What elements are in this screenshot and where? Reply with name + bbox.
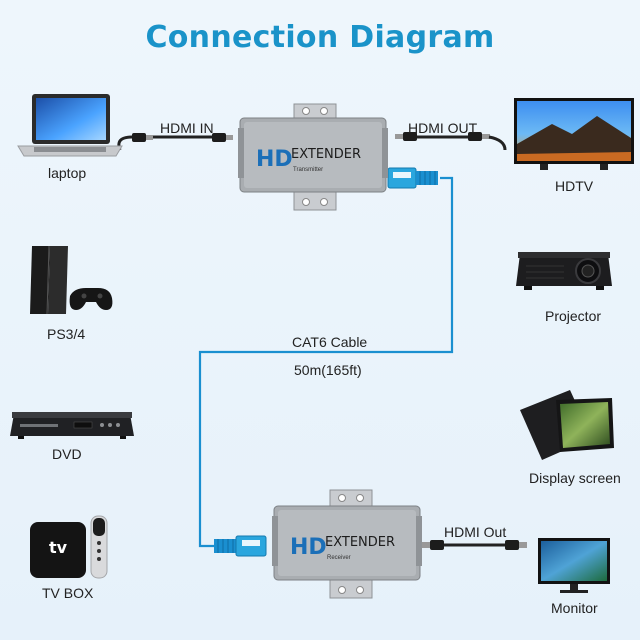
hdmi-out-receiver-cable xyxy=(422,540,527,550)
cat6-cable xyxy=(198,176,454,548)
remote-icon xyxy=(90,515,108,579)
laptop-label: laptop xyxy=(48,165,87,181)
receiver-box: HD EXTENDER Receiver xyxy=(272,489,422,599)
tvbox-logo: tv xyxy=(48,538,68,557)
hdmi-in-cable xyxy=(117,133,233,151)
hdmi-in-label: HDMI IN xyxy=(160,120,214,136)
transmitter-brand: HD xyxy=(256,147,293,172)
tvbox-label: TV BOX xyxy=(42,585,94,601)
display-screen-icon xyxy=(520,390,614,460)
rj45-plug-receiver xyxy=(214,535,267,557)
monitor-icon xyxy=(538,538,610,593)
projector-label: Projector xyxy=(545,308,602,324)
dvd-label: DVD xyxy=(52,446,82,462)
receiver-sub: Receiver xyxy=(327,555,351,561)
display-screen-label: Display screen xyxy=(529,470,621,486)
receiver-brand: HD xyxy=(290,535,327,560)
rj45-plug-transmitter xyxy=(387,167,438,189)
cat6-label: CAT6 Cable xyxy=(292,334,368,350)
laptop-icon xyxy=(17,94,123,157)
playstation-icon xyxy=(30,245,113,315)
transmitter-sub: Transmitter xyxy=(293,167,323,173)
receiver-name: EXTENDER xyxy=(325,535,395,550)
ps-label: PS3/4 xyxy=(47,326,86,342)
cable-length-label: 50m(165ft) xyxy=(294,362,362,378)
hdmi-out-receiver-label: HDMI Out xyxy=(444,524,507,540)
hdtv-label: HDTV xyxy=(555,178,594,194)
hdtv-icon xyxy=(514,98,634,170)
hdmi-out-cable xyxy=(395,132,507,151)
tvbox-icon: tv xyxy=(30,522,86,578)
diagram-title: Connection Diagram xyxy=(145,20,495,55)
monitor-label: Monitor xyxy=(551,600,598,616)
transmitter-box: HD EXTENDER Transmitter xyxy=(238,103,388,211)
dvd-player-icon xyxy=(10,412,134,439)
projector-icon xyxy=(516,252,612,290)
transmitter-name: EXTENDER xyxy=(291,147,361,162)
hdmi-out-label: HDMI OUT xyxy=(408,120,478,136)
